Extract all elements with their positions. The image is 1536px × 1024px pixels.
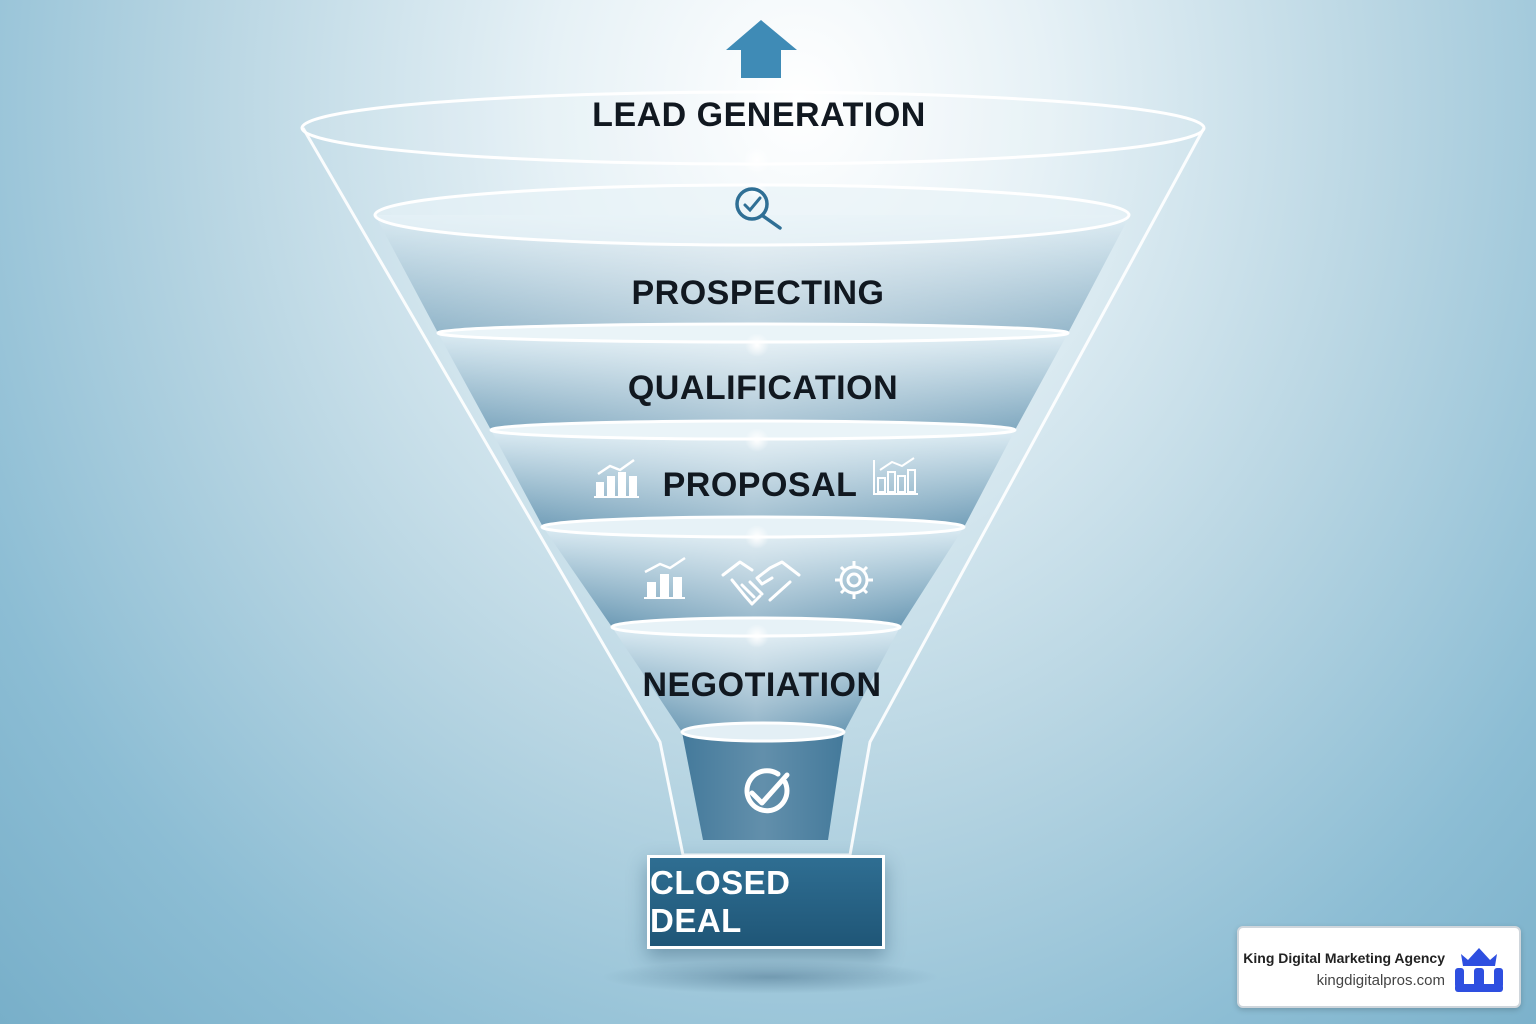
stage-band-negotiation (610, 616, 902, 732)
agency-watermark: King Digital Marketing Agency kingdigita… (1237, 926, 1521, 1008)
agency-name: King Digital Marketing Agency (1243, 950, 1445, 966)
stage-label-negotiation: NEGOTIATION (642, 666, 881, 704)
stage-label-lead-generation: LEAD GENERATION (592, 96, 926, 134)
crown-logo-icon (1455, 948, 1503, 992)
floor-shadow (600, 960, 940, 994)
search-check-icon (735, 187, 782, 230)
stage-band-neck (680, 721, 846, 840)
handshake-icon (721, 560, 801, 606)
closed-deal-label: CLOSED DEAL (650, 864, 791, 939)
stage-label-prospecting: PROSPECTING (632, 274, 885, 312)
gear-icon (835, 561, 873, 599)
bar-chart-icon (644, 556, 686, 599)
bar-chart-icon (873, 457, 918, 495)
stage-label-qualification: QUALIFICATION (628, 369, 898, 407)
stage-band-prospecting (373, 183, 1131, 333)
bar-chart-icon (594, 458, 639, 498)
closed-deal-box: CLOSED DEAL (647, 855, 885, 949)
check-circle-icon (744, 768, 790, 814)
stage-band-icons (540, 515, 966, 627)
stage-band-qualification (436, 322, 1070, 430)
agency-url: kingdigitalpros.com (1316, 972, 1445, 989)
arrow-up-icon (726, 20, 797, 78)
stage-label-proposal: PROPOSAL (663, 466, 858, 504)
